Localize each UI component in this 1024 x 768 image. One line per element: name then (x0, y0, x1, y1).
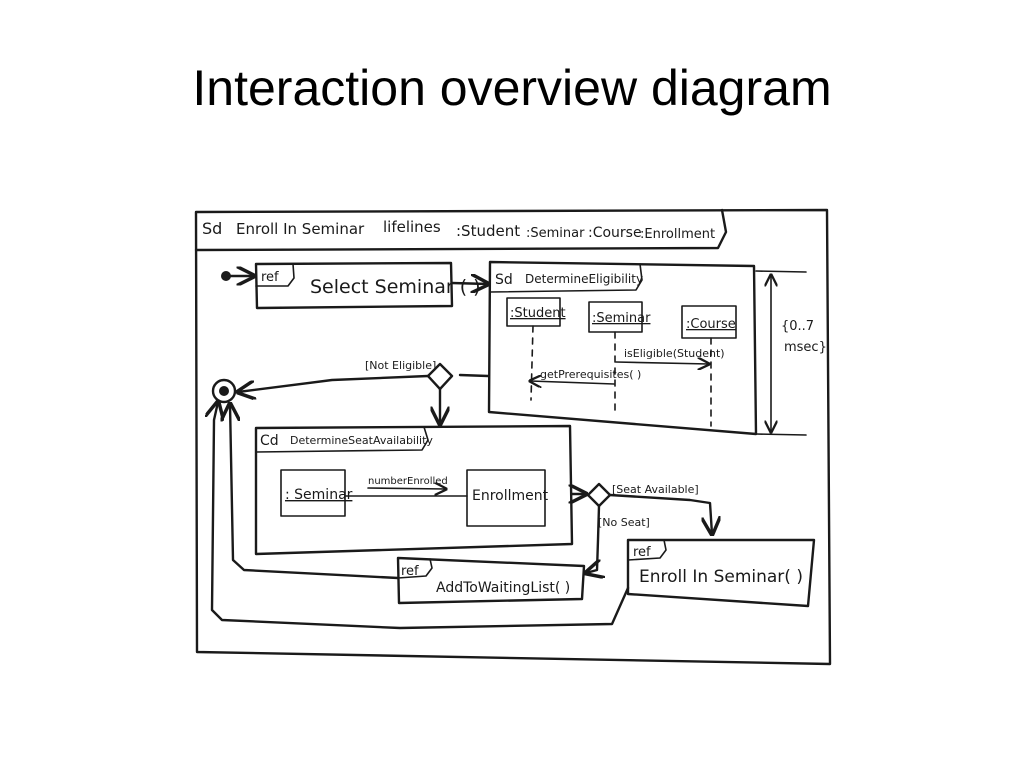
lifeline-enrollment: :Enrollment (640, 227, 715, 242)
outer-frame-name: Enroll In Seminar (236, 220, 365, 238)
seat-seminar-object (280, 469, 346, 517)
guard-no-seat: [No Seat] (598, 516, 650, 529)
is-eligible-label: isEligible(Student) (624, 347, 725, 360)
lifelines-label: lifelines (383, 218, 441, 236)
waiting-list-label: AddToWaitingList( ) (436, 580, 570, 596)
waiting-list-box (396, 556, 586, 605)
eligibility-lifeline-course-label: :Course (686, 317, 736, 332)
select-seminar-label: Select Seminar ( ) (310, 276, 481, 298)
outer-frame (194, 208, 832, 666)
slide-title: Interaction overview diagram (192, 60, 832, 116)
eligibility-lifeline-course (681, 305, 737, 339)
flow-to-determine-eligibility (450, 283, 488, 284)
lifeline-student: :Student (456, 222, 520, 240)
decision-seat-diamond-icon (586, 482, 612, 508)
determine-eligibility-keyword: Sd (495, 272, 513, 288)
outer-frame-keyword: Sd (202, 219, 222, 238)
duration-constraint-line1: {0..7 (781, 319, 814, 334)
seat-enrollment-object-label: Enrollment (472, 488, 549, 504)
duration-bottom-tick (755, 433, 807, 436)
student-lifeline (530, 325, 534, 401)
enroll-seminar-ref-tag: ref (633, 545, 651, 560)
duration-top-tick (755, 270, 807, 273)
outer-frame-header: Sd Enroll In Seminar lifelines :Student … (202, 218, 715, 242)
seat-seminar-object-label: : Seminar (285, 487, 353, 503)
seat-availability-frame (254, 424, 574, 556)
lifeline-seminar: :Seminar (526, 226, 585, 241)
get-prerequisites-message (530, 381, 615, 384)
duration-constraint-line2: msec} (784, 340, 827, 355)
initial-node-icon (221, 271, 231, 281)
guard-not-eligible: [Not Eligible] (365, 359, 436, 372)
select-seminar-ref-tag: ref (261, 270, 279, 285)
enroll-seminar-box (626, 538, 816, 608)
waiting-list-ref-tag: ref (401, 564, 419, 579)
flow-no-seat (586, 504, 599, 573)
eligibility-lifeline-seminar-label: :Seminar (592, 311, 651, 326)
lifeline-course: :Course (588, 225, 642, 241)
flow-waiting-list-to-final (230, 404, 400, 580)
guard-seat-available: [Seat Available] (612, 483, 699, 496)
number-enrolled-label: numberEnrolled (368, 476, 448, 487)
enroll-seminar-ref-tab (627, 539, 667, 561)
number-enrolled-arrow (367, 488, 446, 489)
enroll-seminar-label: Enroll In Seminar( ) (639, 567, 803, 587)
get-prerequisites-label: getPrerequisites( ) (540, 368, 641, 381)
seat-availability-keyword: Cd (260, 433, 279, 449)
flow-enroll-to-final (212, 402, 630, 630)
flow-eligibility-to-decision (458, 373, 490, 378)
eligibility-lifeline-student-label: :Student (510, 306, 566, 321)
seat-availability-name: DetermineSeatAvailability (290, 434, 433, 447)
is-eligible-message (615, 362, 709, 364)
select-seminar-ref-tab (255, 263, 295, 287)
flow-not-eligible-to-final (238, 374, 430, 392)
final-node-center (219, 386, 229, 396)
select-seminar-box (254, 261, 454, 310)
outer-frame-header-tab (194, 208, 728, 252)
determine-eligibility-tab (489, 263, 643, 293)
flow-seat-available (608, 493, 712, 534)
seat-enrollment-object (466, 469, 546, 527)
determine-eligibility-name: DetermineEligibility (525, 272, 643, 286)
waiting-list-ref-tab (397, 558, 433, 579)
seat-availability-tab (255, 426, 429, 453)
